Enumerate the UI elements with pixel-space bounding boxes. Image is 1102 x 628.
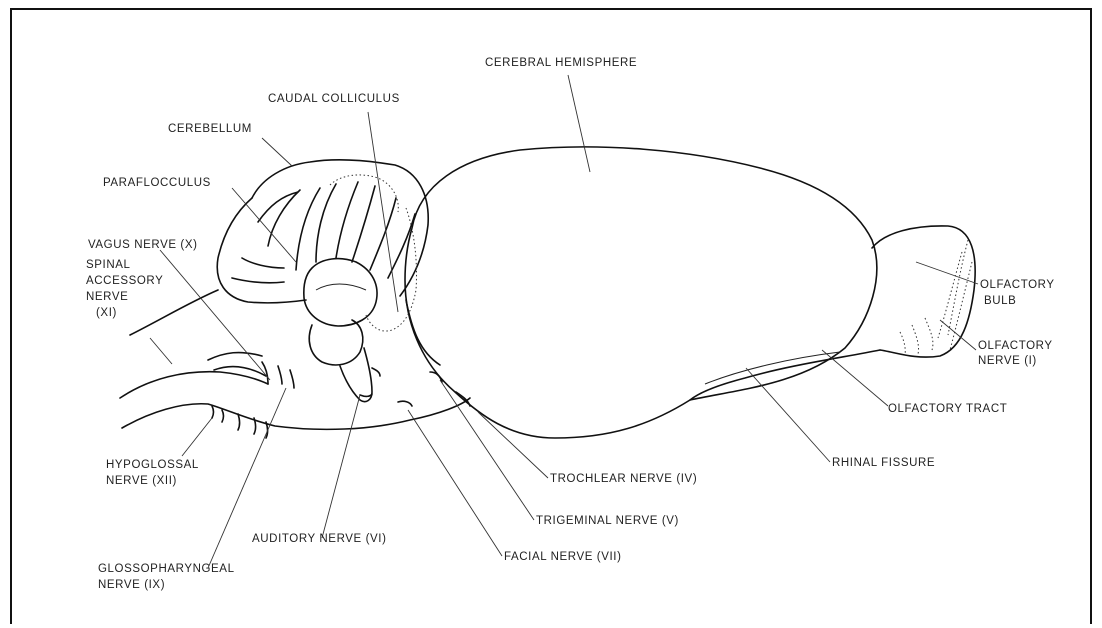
cerebral-hemisphere-outline <box>405 147 877 438</box>
label-olfactory-bulb-1: OLFACTORY <box>980 279 1055 291</box>
label-spinal-accessory-3: NERVE <box>86 291 128 303</box>
label-caudal-colliculus: CAUDAL COLLICULUS <box>268 93 400 105</box>
label-olfactory-nerve-2: NERVE (I) <box>978 355 1037 367</box>
label-spinal-accessory-2: ACCESSORY <box>86 275 163 287</box>
label-olfactory-bulb-2: BULB <box>984 295 1016 307</box>
label-vagus-nerve: VAGUS NERVE (X) <box>88 239 198 251</box>
label-glossopharyngeal-1: GLOSSOPHARYNGEAL <box>98 563 235 575</box>
label-cerebellum: CEREBELLUM <box>168 123 252 135</box>
label-olfactory-tract: OLFACTORY TRACT <box>888 403 1007 415</box>
pons-outline <box>309 320 363 365</box>
label-hypoglossal-1: HYPOGLOSSAL <box>106 459 199 471</box>
label-spinal-accessory-4: (XI) <box>96 307 117 319</box>
rhinal-fissure-line <box>705 352 840 384</box>
brainstem-outline <box>120 372 268 398</box>
label-cerebral-hemisphere: CEREBRAL HEMISPHERE <box>485 57 637 69</box>
label-paraflocculus: PARAFLOCCULUS <box>103 177 211 189</box>
paraflocculus-inner <box>316 284 366 290</box>
label-hypoglossal-2: NERVE (XII) <box>106 475 177 487</box>
label-trigeminal-nerve: TRIGEMINAL NERVE (V) <box>536 515 679 527</box>
cerebellum-left-lobe <box>217 198 306 303</box>
label-olfactory-nerve-1: OLFACTORY <box>978 340 1053 352</box>
label-facial-nerve: FACIAL NERVE (VII) <box>504 551 622 563</box>
label-spinal-accessory-1: SPINAL <box>86 259 131 271</box>
brainstem-upper-outline <box>130 290 440 365</box>
olfactory-bulb-outline <box>872 226 975 357</box>
label-trochlear-nerve: TROCHLEAR NERVE (IV) <box>550 473 697 485</box>
caudal-colliculus-outline <box>330 175 398 212</box>
label-rhinal-fissure: RHINAL FISSURE <box>832 457 935 469</box>
leader-lines <box>150 75 978 568</box>
cerebellar-folia <box>232 182 415 283</box>
cerebellum-outline <box>252 160 428 296</box>
label-auditory-nerve: AUDITORY NERVE (VI) <box>252 533 387 545</box>
label-glossopharyngeal-2: NERVE (IX) <box>98 579 165 591</box>
